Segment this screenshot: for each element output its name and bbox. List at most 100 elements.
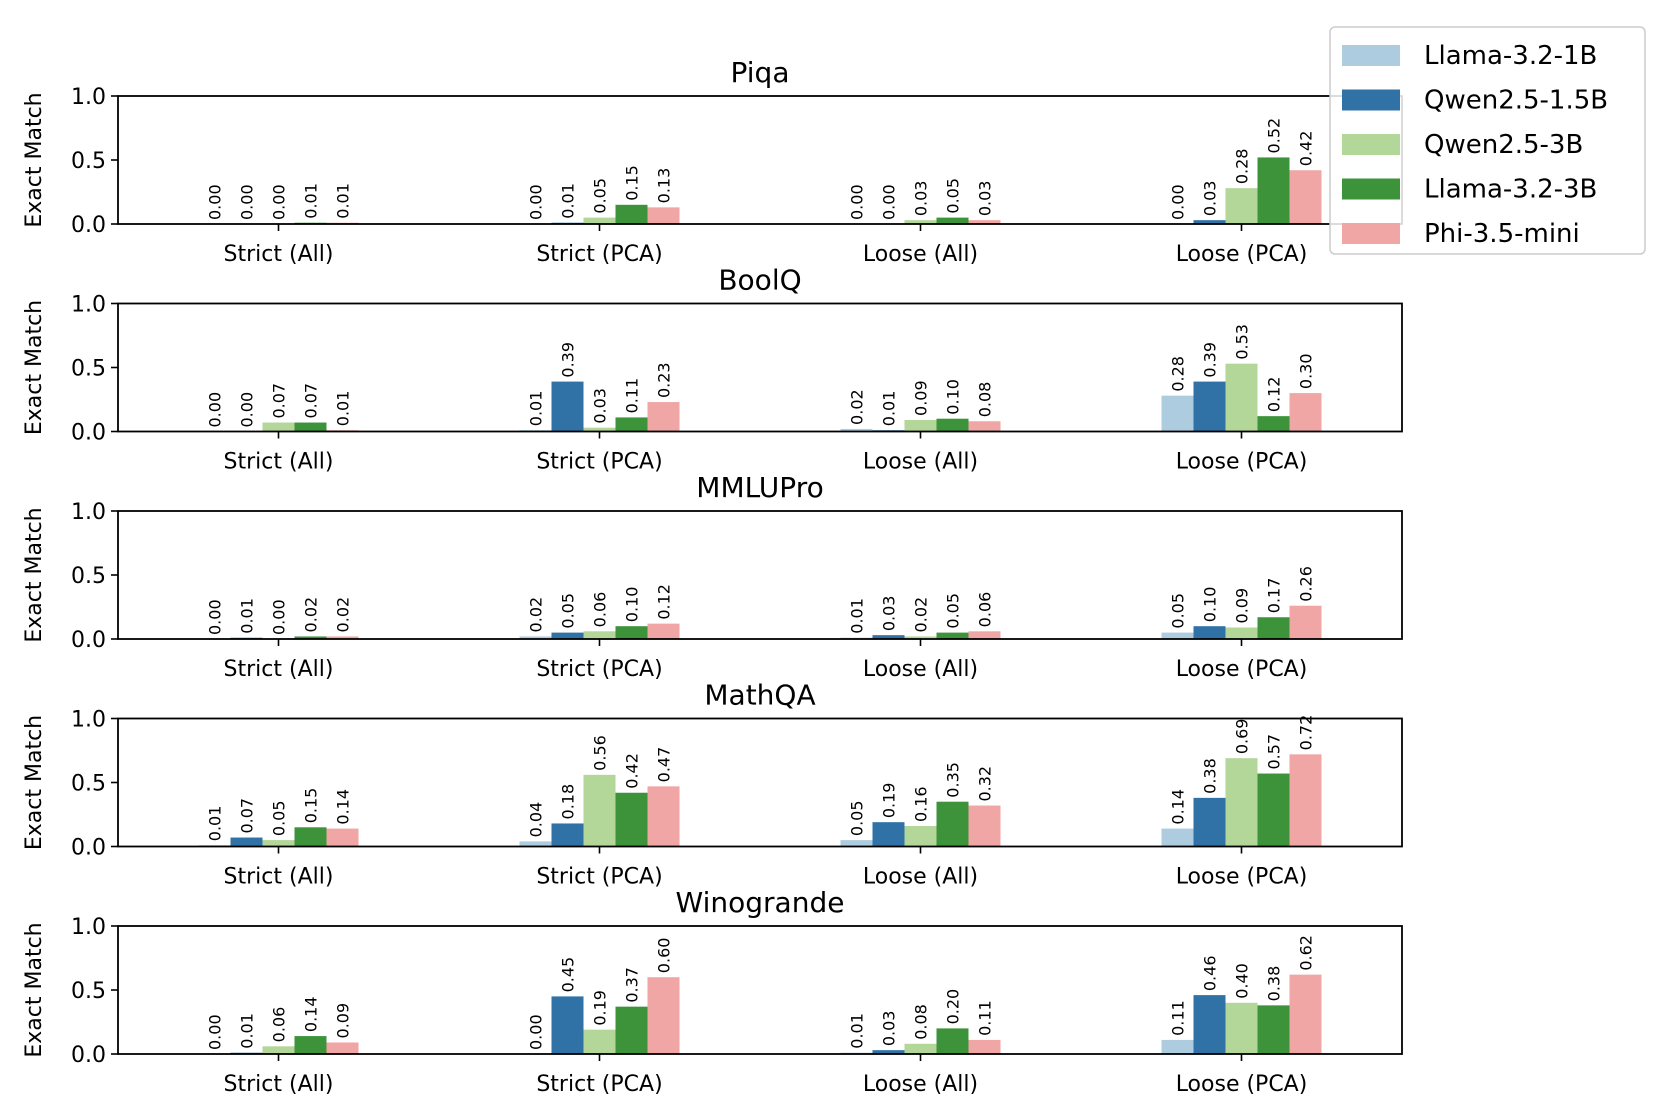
bar-value-label: 0.39 xyxy=(1201,342,1220,378)
bar-value-label: 0.15 xyxy=(302,788,321,824)
bar-value-label: 0.39 xyxy=(559,342,578,378)
x-tick-label: Loose (PCA) xyxy=(1176,657,1308,682)
bar-phi-3-5-mini xyxy=(647,623,680,639)
bar-phi-3-5-mini xyxy=(326,1042,359,1054)
x-tick-label: Loose (All) xyxy=(863,242,978,267)
bar-value-label: 0.03 xyxy=(880,1011,899,1047)
bar-value-label: 0.19 xyxy=(591,990,610,1026)
bar-value-label: 0.38 xyxy=(1201,758,1220,794)
bar-value-label: 0.26 xyxy=(1297,566,1316,602)
bar-value-label: 0.00 xyxy=(880,184,899,220)
legend-label: Llama-3.2-1B xyxy=(1424,41,1597,71)
bar-qwen2-5-3b xyxy=(583,1029,616,1054)
bar-value-label: 0.07 xyxy=(302,383,321,419)
bar-qwen2-5-3b xyxy=(1225,758,1258,847)
bar-value-label: 0.10 xyxy=(1201,587,1220,623)
x-tick-label: Strict (PCA) xyxy=(536,865,662,890)
bar-llama-3-2-3b xyxy=(936,801,969,847)
legend-swatch xyxy=(1342,89,1400,111)
bar-value-label: 0.40 xyxy=(1233,963,1252,999)
bar-value-label: 0.30 xyxy=(1297,353,1316,389)
panel-title: MathQA xyxy=(704,679,815,712)
bar-phi-3-5-mini xyxy=(968,421,1001,432)
bar-value-label: 0.00 xyxy=(270,599,289,635)
x-tick-label: Loose (All) xyxy=(863,657,978,682)
legend-label: Llama-3.2-3B xyxy=(1424,175,1597,205)
x-tick-label: Loose (PCA) xyxy=(1176,450,1308,475)
bar-llama-3-2-1b xyxy=(1161,632,1194,639)
x-tick-label: Loose (PCA) xyxy=(1176,1072,1308,1097)
bar-value-label: 0.10 xyxy=(944,379,963,415)
bar-qwen2-5-3b xyxy=(904,419,937,432)
bar-qwen2-5-3b xyxy=(1225,1002,1258,1054)
bar-qwen2-5-3b xyxy=(583,774,616,847)
bar-value-label: 0.00 xyxy=(527,184,546,220)
bar-llama-3-2-3b xyxy=(294,827,327,847)
bar-llama-3-2-1b xyxy=(1161,1039,1194,1054)
bar-qwen2-5-3b xyxy=(1225,188,1258,224)
bar-value-label: 0.07 xyxy=(270,383,289,419)
bar-value-label: 0.15 xyxy=(623,165,642,201)
bar-value-label: 0.38 xyxy=(1265,966,1284,1002)
y-tick-label: 0.0 xyxy=(71,213,106,238)
bar-value-label: 0.11 xyxy=(623,378,642,414)
x-tick-label: Strict (PCA) xyxy=(536,242,662,267)
bar-value-label: 0.62 xyxy=(1297,935,1316,971)
bar-value-label: 0.60 xyxy=(655,938,674,974)
bar-value-label: 0.00 xyxy=(206,392,225,428)
bar-value-label: 0.06 xyxy=(976,592,995,628)
y-tick-label: 0.5 xyxy=(71,357,106,382)
bar-value-label: 0.00 xyxy=(848,184,867,220)
bar-value-label: 0.02 xyxy=(334,597,353,633)
bar-qwen2-5-3b xyxy=(1225,363,1258,432)
bar-qwen2-5-1-5b xyxy=(1193,995,1226,1054)
bar-phi-3-5-mini xyxy=(647,977,680,1054)
bar-llama-3-2-3b xyxy=(294,1036,327,1054)
x-tick-label: Strict (All) xyxy=(224,1072,334,1097)
x-tick-label: Loose (All) xyxy=(863,1072,978,1097)
bar-llama-3-2-3b xyxy=(615,417,648,432)
x-tick-label: Strict (PCA) xyxy=(536,450,662,475)
bar-value-label: 0.01 xyxy=(206,806,225,842)
panel-title: Piqa xyxy=(731,56,790,89)
legend-label: Phi-3.5-mini xyxy=(1424,219,1580,249)
bar-phi-3-5-mini xyxy=(326,636,359,639)
bar-phi-3-5-mini xyxy=(968,805,1001,847)
bar-phi-3-5-mini xyxy=(1289,170,1322,224)
bar-llama-3-2-3b xyxy=(615,626,648,639)
bar-value-label: 0.69 xyxy=(1233,719,1252,755)
y-tick-label: 1.0 xyxy=(71,293,106,318)
panel-title: Winogrande xyxy=(676,886,845,919)
bar-llama-3-2-1b xyxy=(519,636,552,639)
bar-value-label: 0.05 xyxy=(848,800,867,836)
panel-title: BoolQ xyxy=(718,264,801,297)
bar-value-label: 0.11 xyxy=(976,1000,995,1036)
bar-value-label: 0.37 xyxy=(623,967,642,1003)
bar-value-label: 0.03 xyxy=(880,596,899,632)
bar-qwen2-5-1-5b xyxy=(872,635,905,639)
bar-value-label: 0.03 xyxy=(912,181,931,217)
bar-llama-3-2-3b xyxy=(615,1006,648,1054)
bar-value-label: 0.46 xyxy=(1201,955,1220,991)
bar-value-label: 0.10 xyxy=(623,587,642,623)
bar-llama-3-2-3b xyxy=(936,217,969,224)
bar-value-label: 0.08 xyxy=(976,382,995,418)
legend-swatch xyxy=(1342,134,1400,155)
y-tick-label: 0.5 xyxy=(71,149,106,174)
y-tick-label: 1.0 xyxy=(71,708,106,733)
bar-value-label: 0.01 xyxy=(848,1013,867,1049)
y-tick-label: 0.0 xyxy=(71,1043,106,1068)
bar-value-label: 0.04 xyxy=(527,802,546,838)
y-axis-label: Exact Match xyxy=(22,300,47,435)
bar-value-label: 0.19 xyxy=(880,783,899,819)
bar-value-label: 0.09 xyxy=(1233,588,1252,624)
x-tick-label: Strict (All) xyxy=(224,865,334,890)
bar-value-label: 0.47 xyxy=(655,747,674,783)
bar-qwen2-5-1-5b xyxy=(551,996,584,1054)
bar-value-label: 0.00 xyxy=(270,184,289,220)
bar-qwen2-5-3b xyxy=(904,636,937,639)
bar-qwen2-5-1-5b xyxy=(872,1050,905,1054)
bar-phi-3-5-mini xyxy=(647,402,680,432)
bar-value-label: 0.11 xyxy=(1169,1000,1188,1036)
bar-value-label: 0.06 xyxy=(591,592,610,628)
